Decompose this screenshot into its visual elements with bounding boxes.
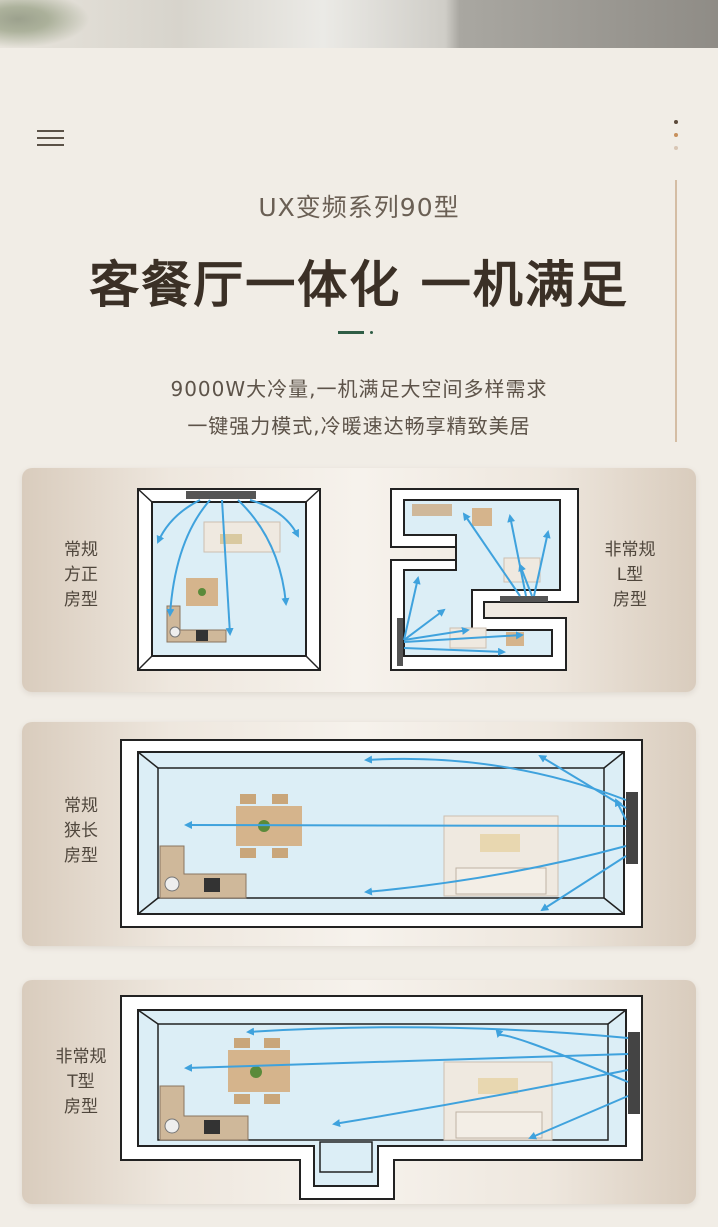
l-room-label-line-1: 非常规 xyxy=(604,540,656,560)
t-room-ac-unit-icon xyxy=(628,1032,640,1114)
square-room-plan xyxy=(137,488,321,671)
l-room-label: 非常规 L型 房型 xyxy=(600,538,660,613)
description-line-2: 一键强力模式,冷暖速达畅享精致美居 xyxy=(187,414,531,438)
l-room-plan xyxy=(390,488,579,671)
page-title: 客餐厅一体化 一机满足 xyxy=(89,256,629,314)
narrow-room-label-line-1: 常规 xyxy=(64,796,98,816)
l-room-ac-unit-icon xyxy=(397,618,403,666)
narrow-room-plan xyxy=(120,739,643,928)
description-line-1: 9000W大冷量,一机满足大空间多样需求 xyxy=(170,377,548,401)
t-room-label-line-3: 房型 xyxy=(64,1097,98,1117)
narrow-room-label-line-3: 房型 xyxy=(64,846,98,866)
dot-2 xyxy=(674,133,678,137)
narrow-room-extra-arrows xyxy=(615,798,627,821)
t-room-label-line-1: 非常规 xyxy=(55,1047,107,1067)
dot-1 xyxy=(674,120,678,124)
dot-3 xyxy=(674,146,678,150)
narrow-room-ac-unit-icon xyxy=(626,792,638,864)
square-room-label-line-2: 方正 xyxy=(64,565,98,585)
panel-square-l-rooms xyxy=(22,468,696,692)
narrow-room-kitchen-icon xyxy=(159,845,247,899)
plant-leaf-decoration xyxy=(0,0,90,48)
ac-unit-icon xyxy=(186,491,256,499)
product-subtitle: UX变频系列90型 xyxy=(258,193,460,222)
narrow-room-label: 常规 狭长 房型 xyxy=(51,794,111,869)
vertical-dots-icon[interactable] xyxy=(672,120,680,156)
square-room-label: 常规 方正 房型 xyxy=(51,538,111,613)
square-room-label-line-1: 常规 xyxy=(64,540,98,560)
square-room-label-line-3: 房型 xyxy=(64,590,98,610)
t-room-plan xyxy=(120,995,643,1200)
vertical-divider-line xyxy=(675,180,677,442)
l-room-label-line-2: L型 xyxy=(616,565,644,585)
t-room-label-line-2: T型 xyxy=(67,1072,95,1092)
hamburger-menu-icon[interactable] xyxy=(37,130,64,146)
title-underline-decoration xyxy=(338,331,373,335)
top-photo-strip xyxy=(0,0,718,48)
t-room-kitchen-icon xyxy=(159,1085,249,1141)
l-room-label-line-3: 房型 xyxy=(613,590,647,610)
t-room-label: 非常规 T型 房型 xyxy=(51,1045,111,1120)
narrow-room-label-line-2: 狭长 xyxy=(64,821,98,841)
